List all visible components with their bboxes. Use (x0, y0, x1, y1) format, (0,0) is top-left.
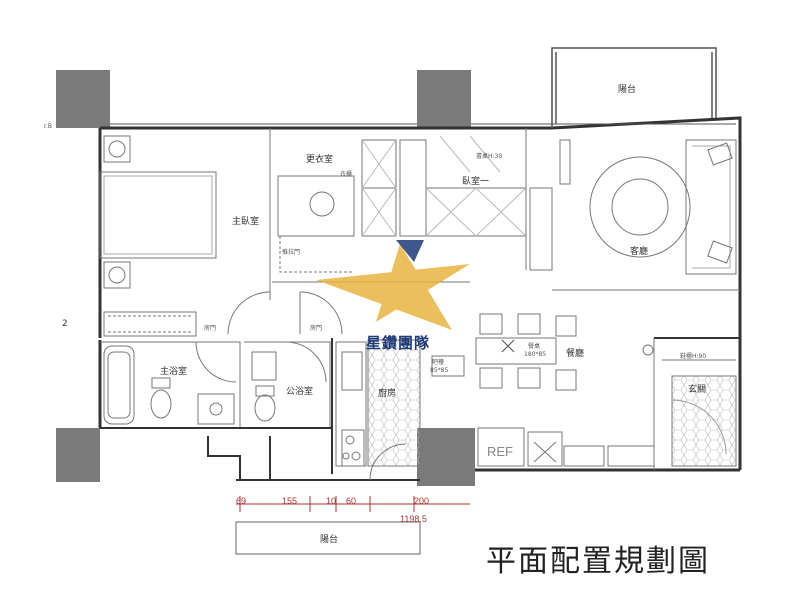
balcony-top (551, 47, 717, 128)
desk-note: 書桌H:30 (476, 152, 502, 160)
door-note-2: 房門 (310, 324, 322, 332)
living-room-furniture (552, 139, 740, 291)
fridge-label: REF (487, 444, 513, 459)
master-bedroom-label: 主臥室 (232, 215, 259, 227)
dim-69: 69 (236, 496, 246, 506)
dim-155: 155 (282, 496, 297, 506)
entrance (642, 337, 740, 470)
dim-200: 200 (414, 496, 429, 506)
page-title: 平面配置規劃圖 (486, 544, 710, 579)
shoe-cabinet-note: 鞋櫃H:90 (680, 352, 706, 360)
closet-note: 衣櫃 (340, 170, 352, 178)
master-bath-label: 主浴室 (160, 365, 187, 377)
balcony-bottom (235, 496, 470, 555)
edge-label-corner: r.B (44, 123, 52, 130)
island-size: 85*85 (430, 367, 448, 374)
watermark-text: 星鑽團隊 (366, 334, 431, 352)
public-bath (244, 341, 331, 429)
walk-in-closet (272, 139, 470, 283)
walk-in-closet-label: 更衣室 (306, 153, 333, 165)
bottom-counters (477, 427, 655, 467)
balcony-bottom-label: 陽台 (320, 533, 338, 545)
bedroom-1 (399, 128, 553, 271)
watermark-logo (316, 240, 470, 330)
service-area (100, 427, 420, 481)
doors (227, 291, 343, 335)
dim-60: 60 (346, 496, 356, 506)
dim-total: 1198.5 (400, 514, 427, 524)
balcony-top-label: 陽台 (618, 83, 636, 95)
bedroom1-label: 臥室一 (462, 175, 489, 187)
kitchen (331, 338, 465, 474)
column (56, 428, 100, 482)
column (417, 70, 471, 128)
sliding-door-note: 推拉門 (282, 248, 300, 256)
column (417, 428, 475, 486)
dining-room-label: 餐廳 (566, 347, 584, 359)
dining-table-size: 180*85 (524, 351, 546, 358)
dining-table-label: 餐桌 (528, 342, 540, 350)
master-bedroom (99, 128, 271, 337)
door-note-1: 房門 (204, 324, 216, 332)
dining-area (475, 313, 577, 391)
living-room-label: 客廳 (630, 245, 648, 257)
kitchen-label: 廚房 (378, 387, 396, 399)
master-bath (100, 341, 241, 429)
island-label: 吧檯 (432, 358, 444, 366)
public-bath-label: 公浴室 (286, 385, 313, 397)
dim-10: 10 (326, 496, 336, 506)
edge-label-left: 2 (62, 319, 68, 329)
column (56, 70, 110, 128)
entrance-label: 玄關 (688, 383, 706, 395)
